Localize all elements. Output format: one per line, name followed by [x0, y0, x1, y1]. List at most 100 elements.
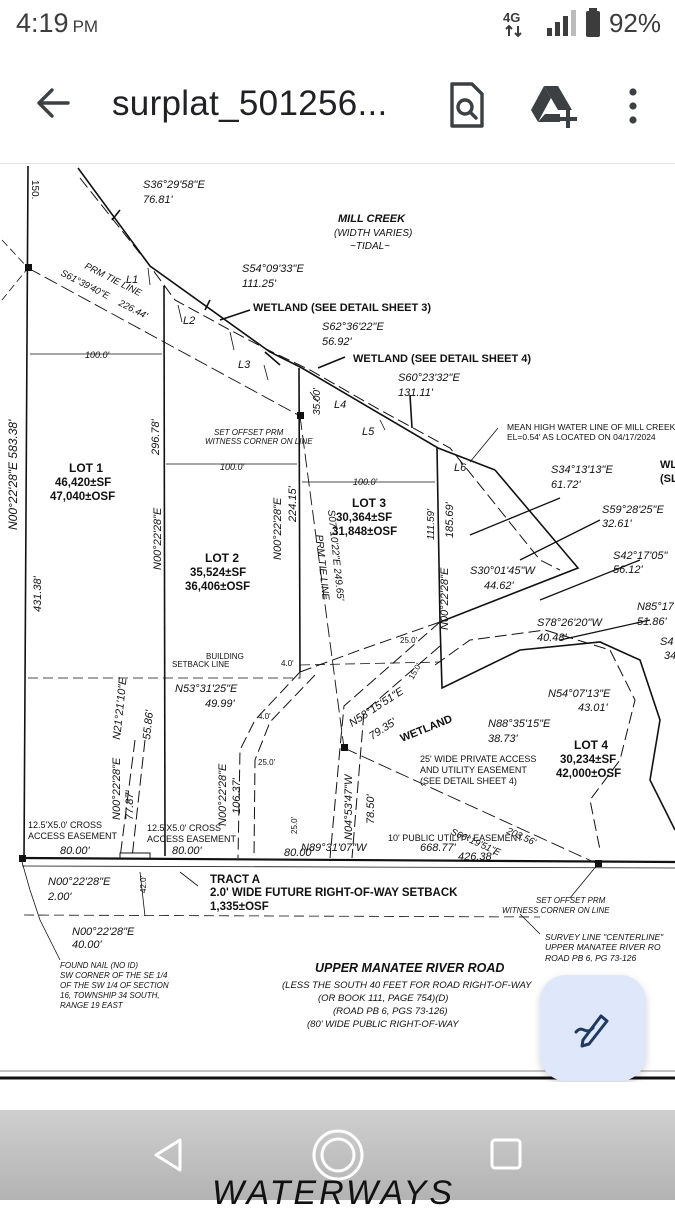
svg-text:100.0': 100.0' [85, 350, 110, 360]
svg-text:S60°23'32"E: S60°23'32"E [398, 372, 460, 384]
svg-text:N00°22'28"E: N00°22'28"E [48, 876, 111, 888]
lot3-east-line [436, 447, 441, 623]
status-icons: 4G 92% [503, 6, 661, 40]
svg-text:L2: L2 [183, 315, 195, 327]
wetland-label-3: WETLAND (SEE DETAIL SHEET 3) [253, 302, 431, 314]
lot2-osf: 36,406±OSF [185, 581, 250, 593]
svg-text:(80' WIDE PUBLIC RIGHT-OF-WAY: (80' WIDE PUBLIC RIGHT-OF-WAY [307, 1019, 459, 1030]
svg-text:FOUND NAIL (NO ID): FOUND NAIL (NO ID) [60, 961, 138, 970]
back-button[interactable] [28, 78, 78, 128]
svg-text:WL: WL [660, 459, 675, 471]
svg-text:55.86': 55.86' [141, 709, 156, 741]
svg-text:L3: L3 [238, 359, 251, 371]
nav-recents-button[interactable] [484, 1132, 530, 1178]
lot2-name: LOT 2 [205, 551, 239, 565]
svg-text:38.73': 38.73' [488, 733, 519, 745]
svg-text:N00°22'28"E: N00°22'28"E [152, 507, 164, 570]
svg-text:296.78': 296.78' [150, 418, 162, 456]
plat-drawing: 150. MILL CREEK (WIDTH VARIES) ~TIDAL~ S… [0, 165, 675, 1080]
lot4-name: LOT 4 [574, 738, 608, 752]
svg-text:MEAN HIGH WATER LINE OF MILL C: MEAN HIGH WATER LINE OF MILL CREEK [507, 422, 675, 432]
network-icon: 4G [503, 10, 522, 38]
svg-text:80.00': 80.00' [284, 847, 315, 859]
west-boundary-line [23, 165, 29, 859]
wetland-label-4: WETLAND (SEE DETAIL SHEET 4) [353, 353, 531, 365]
document-title: surplat_501256... [112, 84, 388, 123]
prm-tie-line-top [27, 267, 301, 417]
svg-text:S42°17'05": S42°17'05" [613, 550, 669, 562]
lot1-sf: 46,420±SF [55, 477, 111, 489]
lot3-osf: 31,848±OSF [332, 526, 397, 538]
lot3-sf: 30,364±SF [336, 512, 392, 524]
system-nav-bar [0, 1110, 675, 1200]
svg-text:N04°53'47"W: N04°53'47"W [343, 773, 355, 840]
svg-text:12.5'X5.0' CROSS: 12.5'X5.0' CROSS [28, 820, 102, 830]
plat-top-cut: 150. [29, 180, 40, 199]
svg-text:49.99': 49.99' [205, 698, 236, 710]
svg-text:224.15': 224.15' [287, 485, 299, 523]
svg-text:SW CORNER OF THE SE 1/4: SW CORNER OF THE SE 1/4 [60, 971, 168, 980]
lot1-name: LOT 1 [69, 461, 103, 475]
svg-text:51.86': 51.86' [637, 616, 668, 628]
svg-text:OF THE SW 1/4 OF SECTION: OF THE SW 1/4 OF SECTION [60, 981, 169, 990]
svg-text:(OR BOOK 111, PAGE 754)(D): (OR BOOK 111, PAGE 754)(D) [318, 993, 448, 1004]
svg-text:L6: L6 [454, 462, 467, 474]
svg-text:16, TOWNSHIP 34 SOUTH,: 16, TOWNSHIP 34 SOUTH, [60, 991, 160, 1000]
svg-text:N53°31'25"E: N53°31'25"E [175, 683, 238, 695]
svg-text:15.0': 15.0' [407, 661, 424, 681]
app-toolbar: surplat_501256... [0, 50, 675, 164]
svg-text:ACCESS EASEMENT: ACCESS EASEMENT [147, 834, 237, 844]
svg-text:56.92': 56.92' [322, 336, 353, 348]
svg-text:61.72': 61.72' [551, 479, 582, 491]
svg-text:10' PUBLIC UTILITY EASEMENT: 10' PUBLIC UTILITY EASEMENT [388, 833, 523, 843]
svg-text:(ROAD PB 6, PGS 73-126): (ROAD PB 6, PGS 73-126) [333, 1006, 448, 1017]
nav-back-button[interactable] [144, 1130, 194, 1180]
lot2-sf: 35,524±SF [190, 567, 246, 579]
svg-text:L5: L5 [362, 426, 375, 438]
svg-text:UPPER MANATEE RIVER RO: UPPER MANATEE RIVER RO [545, 942, 661, 952]
tract-a-desc: 2.0' WIDE FUTURE RIGHT-OF-WAY SETBACK [210, 887, 458, 899]
svg-text:AND UTILITY EASEMENT: AND UTILITY EASEMENT [420, 765, 527, 775]
drive-add-icon [531, 86, 577, 128]
svg-text:N00°22'28"E: N00°22'28"E [217, 763, 229, 826]
svg-text:131.11': 131.11' [398, 387, 434, 399]
svg-text:N00°22'28"E: N00°22'28"E [72, 926, 135, 938]
svg-text:BUILDING: BUILDING [206, 652, 244, 661]
more-options-button[interactable] [616, 80, 650, 132]
svg-text:N85°17: N85°17 [637, 601, 675, 613]
svg-text:N58°15'51"E: N58°15'51"E [347, 685, 406, 729]
svg-text:56.12': 56.12' [613, 564, 644, 576]
edit-annotate-button[interactable] [540, 975, 646, 1081]
svg-text:4.0': 4.0' [258, 712, 271, 721]
signal-icon [546, 10, 576, 36]
svg-text:SURVEY LINE "CENTERLINE": SURVEY LINE "CENTERLINE" [545, 932, 664, 942]
lot4-osf: 42,000±OSF [556, 768, 621, 780]
svg-text:RANGE 19 EAST: RANGE 19 EAST [60, 1001, 124, 1010]
svg-text:40.00': 40.00' [72, 939, 103, 951]
svg-text:N00°22'28"E 583.38': N00°22'28"E 583.38' [6, 419, 20, 530]
svg-text:N00°22'28"E: N00°22'28"E [439, 567, 451, 630]
creek-boundary-line [77, 167, 496, 471]
search-in-document-button[interactable] [442, 80, 490, 132]
nav-home-button[interactable] [310, 1127, 366, 1183]
svg-text:32.61': 32.61' [602, 518, 633, 530]
prm-tie-line-mid [299, 415, 345, 749]
svg-text:S30°01'45"W: S30°01'45"W [470, 565, 536, 577]
tract-a-area: 1,335±OSF [210, 901, 269, 913]
document-peek-text: WATERWAYS [212, 1174, 456, 1212]
svg-text:79.35': 79.35' [367, 716, 399, 743]
svg-text:N00°22'28"E: N00°22'28"E [272, 497, 284, 560]
svg-text:S78°26'20"W: S78°26'20"W [537, 617, 603, 629]
pdf-page-view[interactable]: 150. MILL CREEK (WIDTH VARIES) ~TIDAL~ S… [0, 164, 675, 1082]
svg-text:100.0': 100.0' [220, 462, 245, 472]
svg-text:77.87': 77.87' [124, 789, 136, 820]
lot1-osf: 47,040±OSF [50, 491, 115, 503]
wetland-label: WETLAND [399, 713, 455, 745]
add-to-drive-button[interactable] [528, 80, 580, 132]
svg-text:(SEE DETAIL SHEET 4): (SEE DETAIL SHEET 4) [420, 776, 517, 786]
search-in-document-icon [450, 82, 484, 128]
battery-percent: 92% [608, 7, 661, 38]
svg-text:426.38': 426.38' [458, 851, 495, 863]
nav-gap [0, 1082, 675, 1110]
